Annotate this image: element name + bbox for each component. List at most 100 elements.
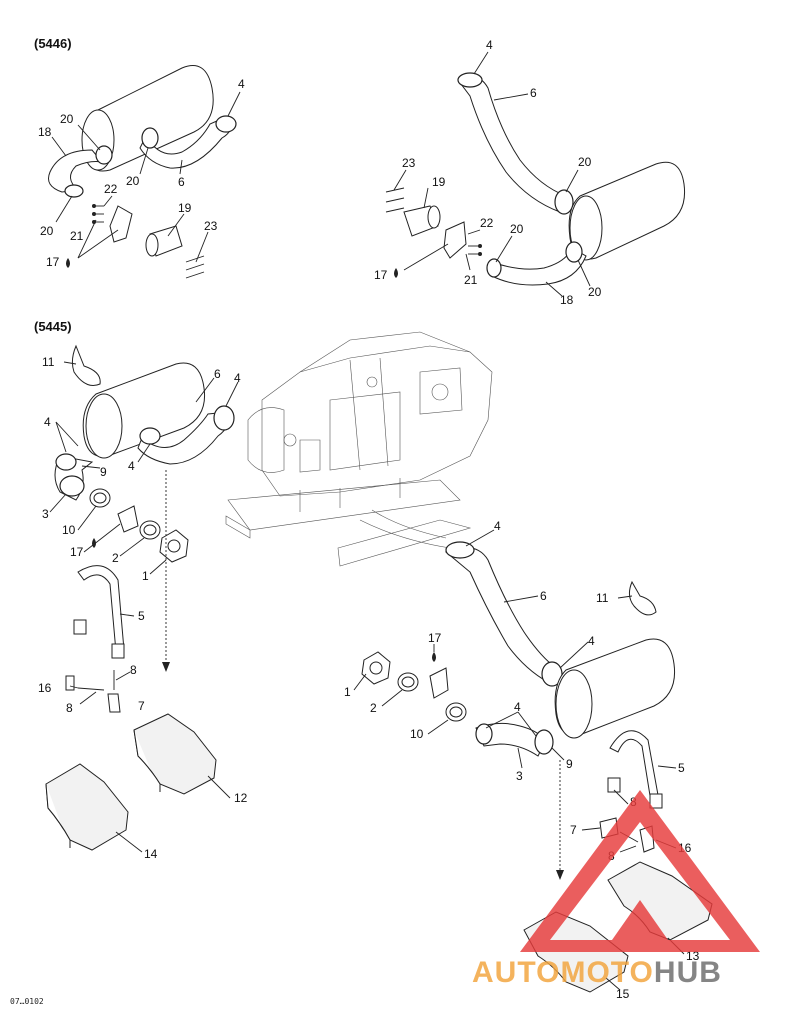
part-label-20: 20 xyxy=(60,112,74,126)
part-label-4: 4 xyxy=(128,459,135,473)
bracket-22 xyxy=(443,221,467,259)
part-label-7: 7 xyxy=(570,823,577,837)
part-label-17: 17 xyxy=(374,268,388,282)
svg-text:AUTOMOTOHUB: AUTOMOTOHUB xyxy=(472,956,722,989)
part-label-23: 23 xyxy=(402,156,416,170)
part-label-8: 8 xyxy=(130,663,137,677)
part-label-3: 3 xyxy=(516,769,523,783)
part-label-2: 2 xyxy=(370,701,377,715)
part-label-17: 17 xyxy=(46,255,60,269)
part-label-5: 5 xyxy=(138,609,145,623)
strap-11 xyxy=(628,580,657,616)
clamp-4 xyxy=(215,115,237,133)
sealant-drop-icon xyxy=(66,258,70,268)
clamp-20 xyxy=(95,145,113,165)
foam-block-12 xyxy=(133,713,217,795)
section-label-5445: (5445) xyxy=(34,319,72,334)
part-label-18: 18 xyxy=(38,125,52,139)
part-label-10: 10 xyxy=(410,727,424,741)
part-label-1: 1 xyxy=(344,685,351,699)
part-label-6: 6 xyxy=(540,589,547,603)
part-label-21: 21 xyxy=(70,229,84,243)
part-label-6: 6 xyxy=(530,86,537,100)
strap-end xyxy=(649,793,663,809)
part-label-4: 4 xyxy=(494,519,501,533)
watermark-logo: AUTOMOTOHUB xyxy=(472,790,760,989)
strap-end xyxy=(73,619,87,635)
part-label-10: 10 xyxy=(62,523,76,537)
hose-6 xyxy=(445,547,557,683)
part-label-17: 17 xyxy=(428,631,442,645)
strap-5 xyxy=(77,565,125,653)
part-label-20: 20 xyxy=(126,174,140,188)
muffler-end-cap xyxy=(85,393,123,459)
assembly-5446-left: 20 4 18 20 6 20 22 21 19 23 17 xyxy=(38,65,245,279)
part-label-8: 8 xyxy=(66,701,73,715)
part-label-16: 16 xyxy=(38,681,52,695)
engine-block xyxy=(225,331,493,567)
part-label-4: 4 xyxy=(234,371,241,385)
part-label-3: 3 xyxy=(42,507,49,521)
drawing-code: 07…0102 xyxy=(10,997,44,1006)
part-label-18: 18 xyxy=(560,293,574,307)
part-label-9: 9 xyxy=(566,757,573,771)
clamp-4 xyxy=(213,405,235,431)
strap-end xyxy=(111,643,125,659)
strap-11 xyxy=(71,344,101,386)
part-label-11: 11 xyxy=(42,355,55,369)
clamp-4 xyxy=(55,453,77,471)
part-label-15: 15 xyxy=(616,987,630,1001)
clamp-4 xyxy=(445,541,475,559)
part-label-21: 21 xyxy=(464,273,478,287)
part-label-20: 20 xyxy=(588,285,602,299)
assembly-5446-right: 4 6 20 23 19 22 20 17 21 18 20 xyxy=(374,38,686,307)
part-label-4: 4 xyxy=(44,415,51,429)
part-label-11: 11 xyxy=(596,591,609,605)
watermark-text-automoto: AUTOMOTO xyxy=(472,956,654,989)
part-label-9: 9 xyxy=(100,465,107,479)
part-label-22: 22 xyxy=(480,216,494,230)
bracket xyxy=(429,667,449,699)
hose-6 xyxy=(457,75,567,213)
part-label-4: 4 xyxy=(588,634,595,648)
clamp-4 xyxy=(59,475,85,497)
clamp-4 xyxy=(475,723,493,745)
clamp-4 xyxy=(139,427,161,445)
foam-block-14 xyxy=(45,763,129,851)
bracket xyxy=(117,505,139,533)
tail-pipe-18 xyxy=(491,247,587,286)
watermark-triangle-icon xyxy=(520,790,760,952)
clamp-20 xyxy=(64,184,84,198)
part-label-23: 23 xyxy=(204,219,218,233)
part-label-7: 7 xyxy=(138,699,145,713)
part-label-19: 19 xyxy=(432,175,446,189)
part-label-13: 13 xyxy=(686,949,700,963)
part-label-5: 5 xyxy=(678,761,685,775)
part-label-2: 2 xyxy=(112,551,119,565)
strap-end xyxy=(607,777,621,793)
part-label-1: 1 xyxy=(142,569,149,583)
clamp-20 xyxy=(565,241,583,263)
bracket-16 xyxy=(65,675,75,691)
part-label-19: 19 xyxy=(178,201,192,215)
muffler-end-cap xyxy=(555,669,593,739)
clamp-4 xyxy=(534,729,554,755)
sealant-drop-icon xyxy=(432,652,436,662)
part-label-22: 22 xyxy=(104,182,118,196)
part-label-4: 4 xyxy=(486,38,493,52)
part-label-6: 6 xyxy=(214,367,221,381)
part-label-14: 14 xyxy=(144,847,158,861)
part-label-20: 20 xyxy=(510,222,524,236)
part-label-17: 17 xyxy=(70,545,84,559)
watermark-text-hub: HUB xyxy=(654,956,722,989)
part-label-12: 12 xyxy=(234,791,248,805)
clamp-4 xyxy=(457,72,483,88)
part-label-4: 4 xyxy=(514,700,521,714)
part-label-20: 20 xyxy=(578,155,592,169)
clamp-20 xyxy=(486,258,502,278)
section-label-5446: (5446) xyxy=(34,36,72,51)
bracket-22 xyxy=(109,205,133,243)
clamp-20 xyxy=(554,189,574,215)
part-label-20: 20 xyxy=(40,224,54,238)
